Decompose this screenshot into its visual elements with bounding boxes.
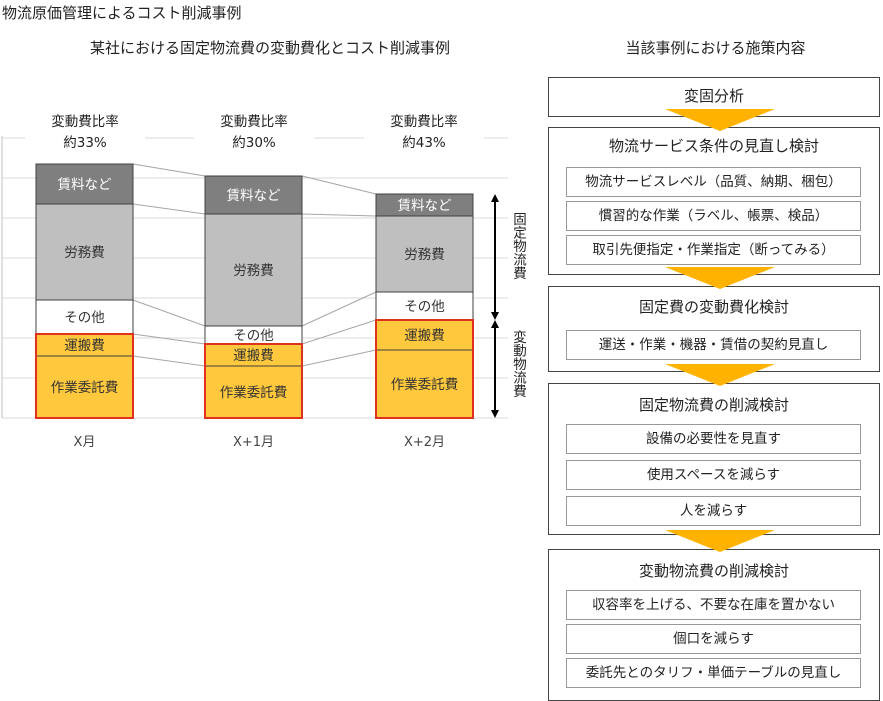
- segment-label: 運搬費: [404, 328, 445, 344]
- flow-item: 運送・作業・機器・賃借の契約見直し: [566, 330, 861, 360]
- ratio-line1: 変動費比率: [51, 114, 119, 130]
- variable-cost-bracket-arrowhead-down-icon: [491, 410, 499, 418]
- stacked-bar-chart: 作業委託費 運搬費 その他 労務費 賃料など X月 作業委託費 運搬費 その他 労務費 賃料など X+…: [0, 100, 545, 460]
- flow-step-variable-cost-reduction: 変動物流費の削減検討 収容率を上げる、不要な在庫を置かない 個口を減らす 委託先…: [548, 549, 880, 701]
- flow-step-heading: 変固分析: [683, 87, 744, 105]
- segment-label: その他: [233, 328, 274, 344]
- flow-item: 慣習的な作業（ラベル、帳票、検品）: [566, 201, 861, 231]
- x-tick-label: X+2月: [404, 435, 445, 450]
- bar-segment: [35, 163, 134, 205]
- ratio-annotation-2: 変動費比率 約43%: [364, 112, 484, 154]
- ratio-line2: 約33%: [63, 135, 107, 151]
- chart-canvas: 作業委託費 運搬費 その他 労務費 賃料など X月 作業委託費 運搬費 その他 労務費 賃料など X+…: [1, 136, 508, 450]
- x-tick-label: X+1月: [233, 435, 274, 450]
- fixed-cost-bracket-label: 固定物流費: [510, 212, 526, 280]
- variable-cost-outline: [204, 343, 303, 419]
- x-tick-label: X月: [74, 435, 96, 450]
- flow-step-variabilization: 固定費の変動費化検討 運送・作業・機器・賃借の契約見直し: [548, 286, 880, 372]
- connector-line: [132, 333, 206, 345]
- bar-segment: [375, 291, 474, 321]
- variable-cost-bracket-label: 変動物流費: [510, 330, 526, 398]
- ratio-line1: 変動費比率: [390, 114, 458, 130]
- flow-arrow-down-icon: [665, 530, 775, 552]
- flow-step-heading: 固定費の変動費化検討: [638, 298, 789, 316]
- flow-step-service-review: 物流サービス条件の見直し検討 物流サービスレベル（品質、納期、梱包） 慣習的な作…: [548, 127, 880, 275]
- connector-line: [132, 163, 206, 177]
- flow-arrow-down-icon: [665, 267, 775, 289]
- segment-label: その他: [64, 310, 105, 326]
- bar-segment: [375, 215, 474, 293]
- flow-step-heading: 物流サービス条件の見直し検討: [608, 137, 819, 155]
- bar-segment: [375, 319, 474, 351]
- chart-title: 某社における固定物流費の変動費化とコスト削減事例: [89, 39, 450, 57]
- flow-item: 物流サービスレベル（品質、納期、梱包）: [566, 167, 861, 197]
- variable-cost-bracket-arrowhead-up-icon: [491, 320, 499, 328]
- ratio-line1: 変動費比率: [220, 114, 288, 130]
- ratio-annotation-1: 変動費比率 約30%: [194, 112, 314, 154]
- flow-step-fixed-cost-reduction: 固定物流費の削減検討 設備の必要性を見直す 使用スペースを減らす 人を減らす: [548, 383, 880, 535]
- segment-label: 運搬費: [233, 348, 274, 364]
- bar-segment: [204, 365, 303, 419]
- measures-title: 当該事例における施策内容: [625, 39, 806, 57]
- segment-label: 運搬費: [64, 338, 105, 354]
- segment-label: 作業委託費: [391, 377, 459, 393]
- flow-item: 使用スペースを減らす: [566, 460, 861, 490]
- ratio-line2: 約43%: [402, 135, 446, 151]
- fixed-cost-bracket-arrowhead-up-icon: [491, 194, 499, 202]
- bar-segment: [375, 193, 474, 217]
- flow-item: 個口を減らす: [566, 624, 861, 654]
- connector-line: [301, 319, 377, 345]
- segment-label: 賃料など: [398, 198, 452, 214]
- flow-item: 委託先とのタリフ・単価テーブルの見直し: [566, 658, 861, 688]
- segment-label: 賃料など: [227, 188, 281, 204]
- connector-line: [301, 349, 377, 367]
- flow-item: 人を減らす: [566, 496, 861, 526]
- segment-label: 労務費: [64, 245, 105, 261]
- flow-arrow-down-icon: [665, 364, 775, 386]
- flow-item: 収容率を上げる、不要な在庫を置かない: [566, 590, 861, 620]
- connector-line: [301, 213, 377, 217]
- segment-label: 作業委託費: [51, 380, 119, 396]
- connector-line: [301, 291, 377, 327]
- flow-item: 設備の必要性を見直す: [566, 424, 861, 454]
- segment-label: 労務費: [233, 263, 274, 279]
- segment-label: 作業委託費: [220, 385, 288, 401]
- segment-label: 労務費: [404, 247, 445, 263]
- variable-cost-outline: [375, 319, 474, 419]
- page-title: 物流原価管理によるコスト削減事例: [2, 4, 242, 22]
- connector-line: [132, 355, 206, 367]
- connector-line: [132, 203, 206, 215]
- flow-arrow-down-icon: [665, 109, 775, 131]
- segment-label: 賃料など: [58, 177, 112, 193]
- bar-segment: [375, 349, 474, 419]
- segment-label: その他: [404, 299, 445, 315]
- variable-cost-outline: [35, 333, 134, 419]
- flow-item: 取引先便指定・作業指定（断ってみる）: [566, 235, 861, 265]
- fixed-cost-bracket-arrowhead-down-icon: [491, 312, 499, 320]
- connector-line: [132, 299, 206, 327]
- connector-line: [301, 175, 377, 195]
- flow-step-heading: 変動物流費の削減検討: [638, 562, 789, 580]
- bar-segment: [204, 175, 303, 215]
- flow-step-heading: 固定物流費の削減検討: [638, 396, 789, 414]
- ratio-line2: 約30%: [232, 135, 276, 151]
- ratio-annotation-0: 変動費比率 約33%: [25, 112, 145, 154]
